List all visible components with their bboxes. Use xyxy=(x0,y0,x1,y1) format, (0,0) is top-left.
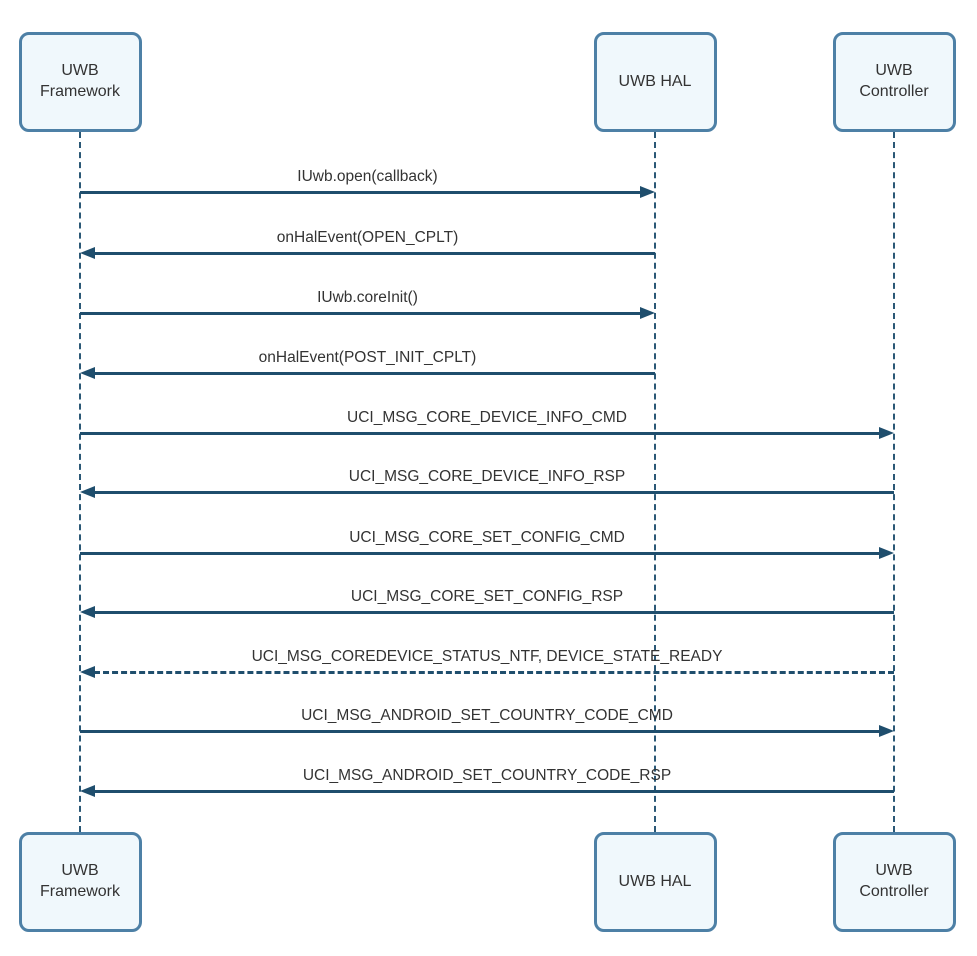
lifeline-hal xyxy=(653,132,656,832)
arrowhead-left-icon xyxy=(80,665,95,678)
arrowhead-right-icon xyxy=(640,306,655,319)
message-label: UCI_MSG_CORE_SET_CONFIG_CMD xyxy=(349,529,625,546)
message-label: UCI_MSG_ANDROID_SET_COUNTRY_CODE_CMD xyxy=(301,707,673,724)
actor-label: UWB Framework xyxy=(39,62,120,100)
actor-box-hal-bottom: UWB HAL xyxy=(593,832,717,932)
message-label: UCI_MSG_CORE_DEVICE_INFO_CMD xyxy=(347,409,627,426)
actor-box-framework-top: UWB Framework xyxy=(18,32,142,132)
actor-box-framework-bottom: UWB Framework xyxy=(18,832,142,932)
message-line xyxy=(80,190,641,194)
arrowhead-left-icon xyxy=(80,485,95,498)
message-line xyxy=(94,610,894,614)
message-label: UCI_MSG_CORE_DEVICE_INFO_RSP xyxy=(348,468,626,485)
message-line xyxy=(94,789,894,793)
message-line xyxy=(94,670,894,674)
actor-label: UWB HAL xyxy=(618,872,692,890)
message-label: UCI_MSG_ANDROID_SET_COUNTRY_CODE_RSP xyxy=(302,767,672,784)
actor-label: UWB Controller xyxy=(859,862,929,900)
message-label: UCI_MSG_COREDEVICE_STATUS_NTF, DEVICE_ST… xyxy=(251,648,723,665)
actor-box-controller-top: UWB Controller xyxy=(832,32,956,132)
message-line xyxy=(80,311,641,315)
arrowhead-left-icon xyxy=(80,784,95,797)
message-label: UCI_MSG_CORE_SET_CONFIG_RSP xyxy=(350,588,624,605)
message-label: onHalEvent(OPEN_CPLT) xyxy=(276,229,459,246)
actor-label: UWB Controller xyxy=(859,62,929,100)
actor-label: UWB Framework xyxy=(39,862,120,900)
lifeline-controller xyxy=(892,132,895,832)
arrowhead-right-icon xyxy=(879,546,894,559)
arrowhead-left-icon xyxy=(80,366,95,379)
message-label: onHalEvent(POST_INIT_CPLT) xyxy=(258,349,477,366)
arrowhead-left-icon xyxy=(80,246,95,259)
message-label: IUwb.open(callback) xyxy=(297,168,438,185)
arrowhead-right-icon xyxy=(879,426,894,439)
message-line xyxy=(94,251,655,255)
message-line xyxy=(80,729,880,733)
message-line xyxy=(80,431,880,435)
message-line xyxy=(80,551,880,555)
message-label: IUwb.coreInit() xyxy=(317,289,418,306)
message-line xyxy=(94,490,894,494)
actor-box-controller-bottom: UWB Controller xyxy=(832,832,956,932)
arrowhead-right-icon xyxy=(640,185,655,198)
arrowhead-right-icon xyxy=(879,724,894,737)
message-line xyxy=(94,371,655,375)
actor-label: UWB HAL xyxy=(618,72,692,90)
actor-box-hal-top: UWB HAL xyxy=(593,32,717,132)
arrowhead-left-icon xyxy=(80,605,95,618)
lifeline-framework xyxy=(78,132,81,832)
